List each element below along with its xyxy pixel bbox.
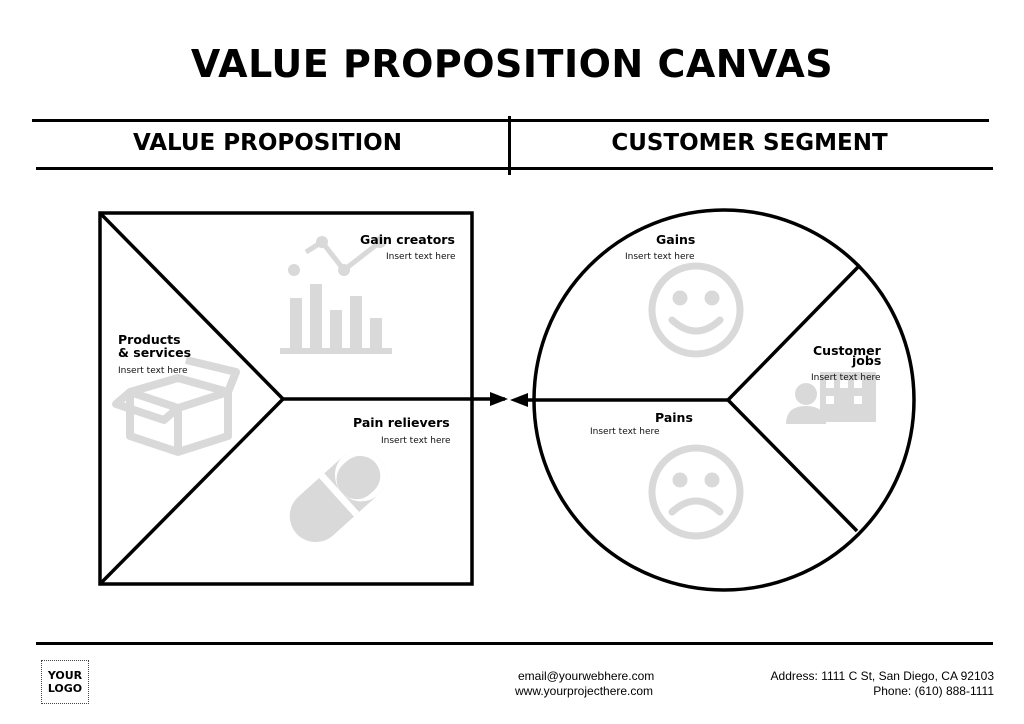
- value-proposition-header: VALUE PROPOSITION: [133, 130, 402, 156]
- customer-jobs-text[interactable]: Insert text here: [811, 373, 881, 383]
- gain-creators-text[interactable]: Insert text here: [386, 252, 456, 262]
- pain-relievers-text[interactable]: Insert text here: [381, 436, 451, 446]
- gains-label: Gains: [656, 232, 696, 247]
- sad-face-icon: [648, 444, 744, 540]
- open-box-icon: [112, 356, 240, 456]
- website-text: www.yourprojecthere.com: [515, 684, 654, 698]
- logo-line1: YOUR: [47, 669, 83, 682]
- email-text: email@yourwebhere.com: [518, 669, 655, 683]
- pains-label: Pains: [655, 410, 693, 425]
- arrow-left-head: [510, 393, 528, 407]
- products-services-label-line1: Products: [118, 332, 181, 347]
- address-text: Address: 1111 C St, San Diego, CA 92103: [770, 669, 994, 683]
- phone-text: Phone: (610) 888-1111: [873, 684, 994, 698]
- logo-placeholder[interactable]: YOUR LOGO: [41, 660, 89, 704]
- logo-line2: LOGO: [47, 682, 83, 695]
- pill-icon: [289, 449, 387, 543]
- gain-creators-label: Gain creators: [360, 232, 455, 247]
- products-services-label-line2: & services: [118, 345, 192, 360]
- customer-profile-circle: [520, 208, 916, 592]
- customer-jobs-label-line1: Customer: [813, 343, 881, 358]
- worker-building-icon: [786, 372, 876, 424]
- growth-chart-icon: [280, 236, 392, 354]
- page-title: VALUE PROPOSITION CANVAS: [190, 42, 834, 86]
- footer-rule: [36, 642, 993, 645]
- header-divider: [508, 116, 511, 175]
- smiley-face-icon: [648, 262, 744, 358]
- products-services-text[interactable]: Insert text here: [118, 366, 188, 376]
- customer-segment-header: CUSTOMER SEGMENT: [611, 130, 888, 156]
- pain-relievers-label: Pain relievers: [353, 415, 450, 430]
- customer-jobs-label-line2: jobs: [852, 353, 882, 368]
- value-map-square: [98, 211, 505, 586]
- arrow-right-head: [490, 392, 508, 406]
- gains-text[interactable]: Insert text here: [625, 252, 695, 262]
- pains-text[interactable]: Insert text here: [590, 427, 660, 437]
- header-bottom-rule: [36, 167, 993, 170]
